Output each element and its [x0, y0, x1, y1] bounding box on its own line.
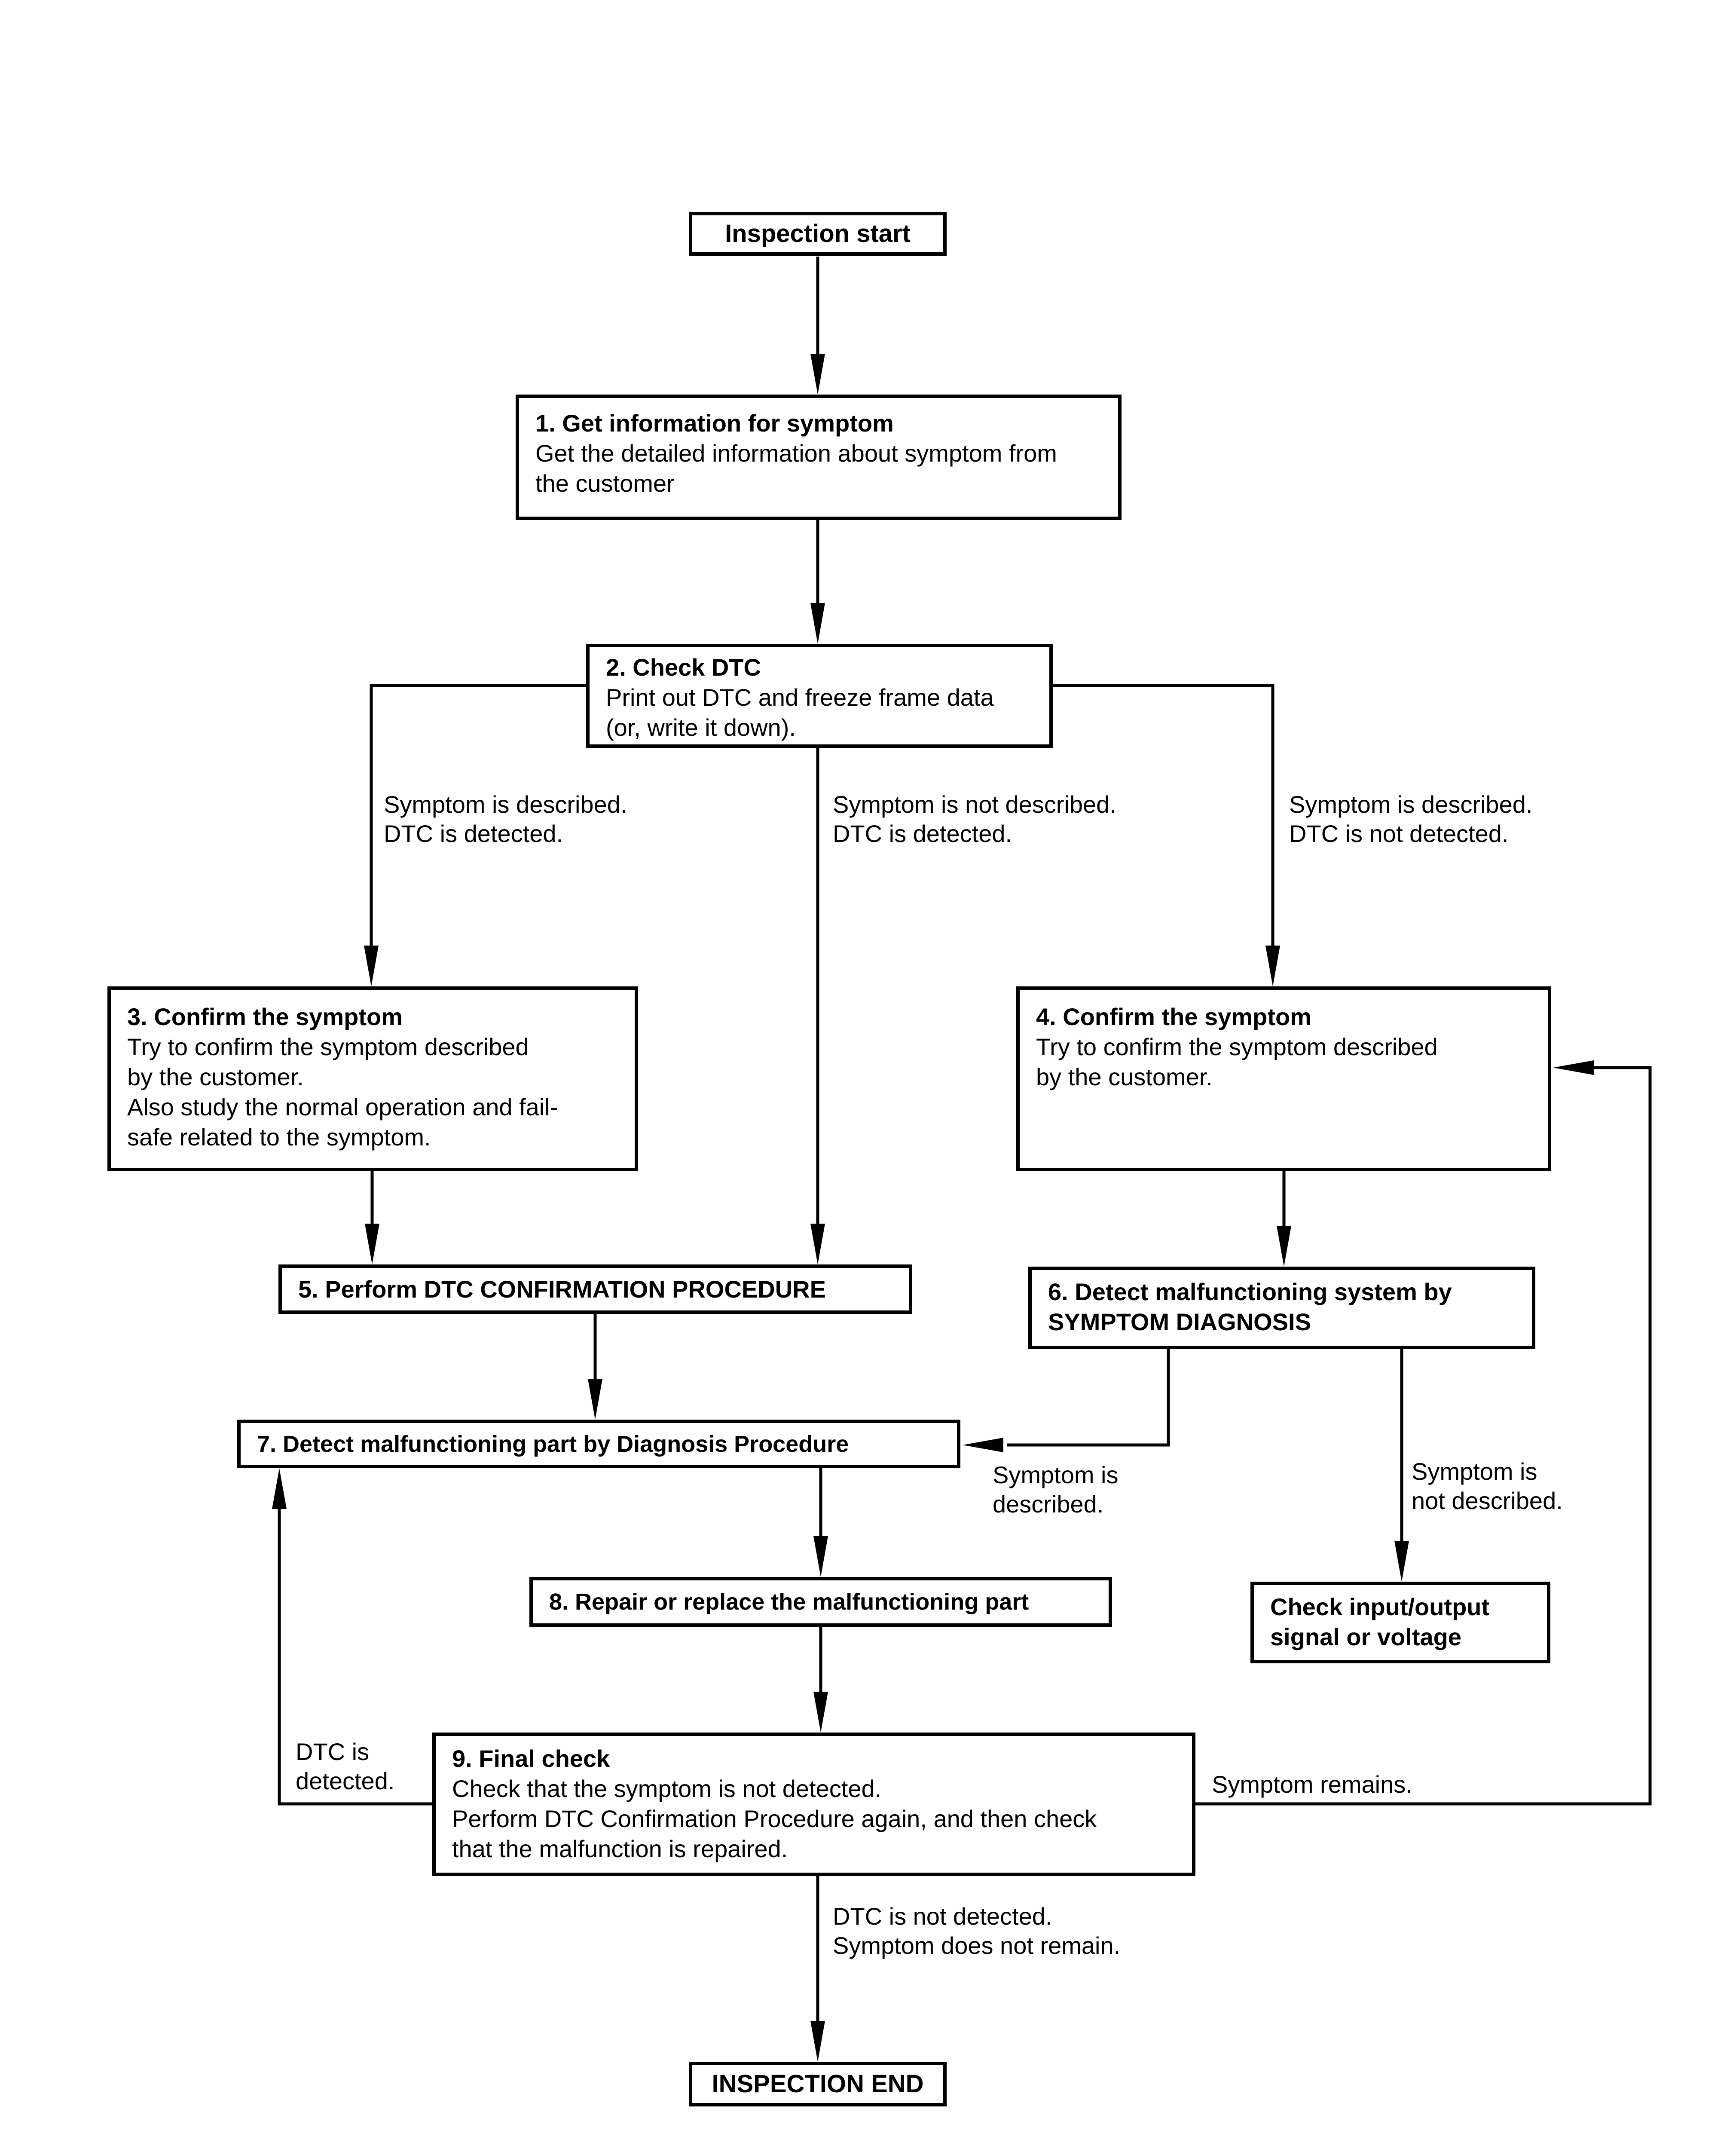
arrowhead-into-step5-mid	[810, 1224, 825, 1264]
arrowhead-into-step9	[813, 1692, 828, 1733]
node-inspection-end: INSPECTION END	[689, 2062, 947, 2106]
node-title: 6. Detect malfunctioning system by	[1048, 1278, 1452, 1305]
node-step6: 6. Detect malfunctioning system by SYMPT…	[1028, 1267, 1535, 1349]
node-title: 5. Perform DTC CONFIRMATION PROCEDURE	[298, 1275, 826, 1303]
arrowhead-into-step1	[810, 354, 825, 395]
node-step9: 9. Final check Check that the symptom is…	[432, 1733, 1195, 1876]
node-title: 3. Confirm the symptom	[127, 1003, 403, 1030]
edge-label-symptom-described: Symptom is described.	[993, 1461, 1119, 1518]
edge-label-branch-mid: Symptom is not described. DTC is detecte…	[833, 791, 1116, 847]
edge-loop-dtc-detected	[278, 1506, 432, 1806]
node-title: 2. Check DTC	[606, 654, 761, 681]
node-title: 9. Final check	[452, 1745, 610, 1772]
node-title: 8. Repair or replace the malfunctioning …	[549, 1589, 1029, 1615]
arrowhead-into-step8	[813, 1536, 828, 1577]
edge-label-dtc-detected: DTC is detected.	[296, 1738, 395, 1794]
edge-label-symptom-not-described: Symptom is not described.	[1412, 1458, 1563, 1514]
arrowhead-into-step7-right	[963, 1438, 1003, 1452]
node-step2: 2. Check DTC Print out DTC and freeze fr…	[586, 644, 1053, 748]
node-step3: 3. Confirm the symptom Try to confirm th…	[107, 986, 638, 1171]
node-title: Check input/output	[1270, 1593, 1490, 1620]
node-step8: 8. Repair or replace the malfunctioning …	[529, 1577, 1112, 1627]
arrowhead-into-end	[810, 2021, 825, 2062]
edge-label-symptom-remains: Symptom remains.	[1212, 1771, 1412, 1798]
node-step5: 5. Perform DTC CONFIRMATION PROCEDURE	[278, 1264, 912, 1314]
node-step1: 1. Get information for symptom Get the d…	[516, 395, 1122, 520]
edge-loop-symptom-remains	[1195, 1066, 1652, 1806]
node-title: 1. Get information for symptom	[535, 410, 894, 437]
arrowhead-into-step4	[1265, 946, 1280, 986]
arrowhead-into-step7-bottom	[272, 1468, 287, 1509]
node-title: 7. Detect malfunctioning part by Diagnos…	[257, 1431, 849, 1457]
arrowhead-into-step2	[810, 603, 825, 644]
edge-label-branch-left: Symptom is described. DTC is detected.	[384, 791, 627, 847]
arrowhead-into-step4-right	[1553, 1060, 1594, 1075]
node-step7: 7. Detect malfunctioning part by Diagnos…	[237, 1420, 960, 1468]
node-step4: 4. Confirm the symptom Try to confirm th…	[1016, 986, 1551, 1171]
edge-label-branch-right: Symptom is described. DTC is not detecte…	[1289, 791, 1533, 847]
arrowhead-into-checkio	[1394, 1541, 1409, 1582]
arrowhead-into-step6	[1277, 1226, 1291, 1267]
node-title: 4. Confirm the symptom	[1036, 1003, 1311, 1030]
node-label: Inspection start	[725, 220, 911, 248]
edge-label-to-end: DTC is not detected. Symptom does not re…	[833, 1903, 1121, 1959]
edge-step6-to-step7	[1007, 1349, 1170, 1447]
arrowheads	[272, 354, 1594, 2062]
edge-step2-to-step3	[370, 684, 586, 949]
node-label: INSPECTION END	[712, 2070, 924, 2098]
node-check-io: Check input/output signal or voltage	[1250, 1582, 1550, 1663]
arrowhead-into-step5-left	[365, 1224, 379, 1264]
edge-step2-to-step4	[1053, 684, 1274, 949]
arrowhead-into-step3	[364, 946, 379, 986]
arrowhead-into-step7-top	[588, 1379, 602, 1420]
node-inspection-start: Inspection start	[689, 212, 947, 256]
